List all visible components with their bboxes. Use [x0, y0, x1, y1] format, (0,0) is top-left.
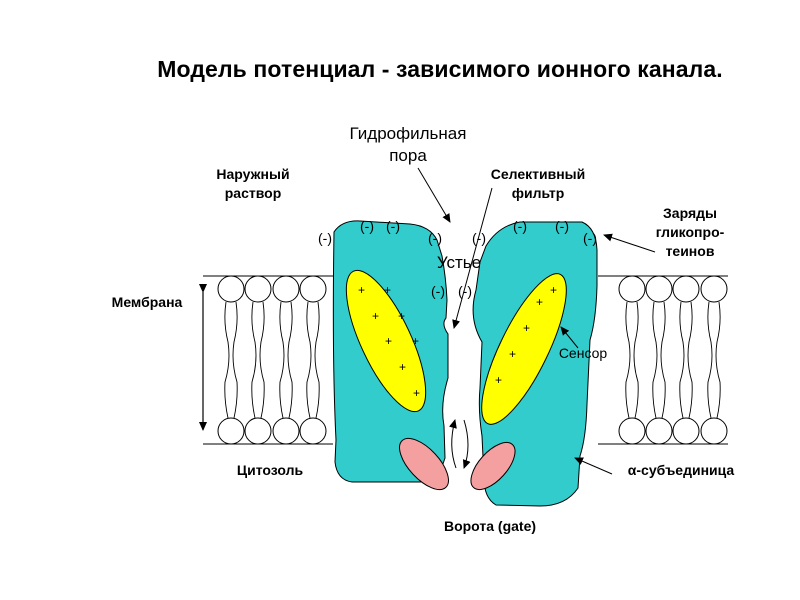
pos-charge: +	[495, 373, 502, 387]
pos-charge: +	[399, 360, 406, 374]
pos-charge: +	[398, 309, 405, 323]
lipid-tails-left	[224, 301, 320, 419]
pos-charge: +	[385, 334, 392, 348]
gate-label: Ворота (gate)	[443, 518, 537, 534]
sensor-label: Сенсор	[558, 345, 608, 361]
diagram-title: Модель потенциал - зависимого ионного ка…	[157, 56, 723, 82]
lipid-bilayer-left	[217, 275, 327, 445]
neg-charge: (-)	[428, 230, 442, 246]
gate-left	[399, 437, 449, 491]
gate-arrow-right	[462, 419, 471, 469]
cytosol-label: Цитозоль	[236, 462, 304, 478]
membrane-label: Мембрана	[111, 294, 183, 310]
mouth-label: Устье	[436, 253, 482, 272]
neg-charge: (-)	[513, 218, 527, 234]
lipid-bilayer-right	[618, 275, 728, 445]
neg-charge: (-)	[386, 218, 400, 234]
positive-charges-left: + + + + + + + +	[358, 283, 420, 400]
pos-charge: +	[413, 386, 420, 400]
pos-charge: +	[509, 347, 516, 361]
lipid-tails-right	[625, 301, 721, 419]
gate-right	[470, 442, 516, 490]
glycoprotein-pointer	[603, 233, 656, 253]
neg-charge: (-)	[555, 218, 569, 234]
neg-charge: (-)	[583, 230, 597, 246]
pos-charge: +	[523, 321, 530, 335]
hydrophilic-pore-label: Гидрофильная пора	[349, 124, 467, 165]
glycoprotein-charges-label: Заряды гликопро- теинов	[655, 205, 725, 259]
pos-charge: +	[412, 334, 419, 348]
selective-filter-label: Селективный фильтр	[490, 166, 586, 201]
alpha-subunit-pointer	[574, 457, 613, 475]
pos-charge: +	[358, 283, 365, 297]
neg-charge: (-)	[458, 283, 472, 299]
filter-pointer	[452, 187, 493, 329]
pos-charge: +	[550, 283, 557, 297]
sensor-pointer	[560, 326, 579, 349]
neg-charge: (-)	[472, 230, 486, 246]
sensor-right	[481, 273, 567, 425]
pore-pointer	[417, 167, 451, 223]
positive-charges-right: + + + + +	[495, 283, 557, 387]
neg-charge: (-)	[431, 283, 445, 299]
pos-charge: +	[536, 295, 543, 309]
alpha-subunit-label: α-субъединица	[627, 462, 735, 478]
pos-charge: +	[372, 309, 379, 323]
neg-charge: (-)	[318, 230, 332, 246]
pos-charge: +	[384, 283, 391, 297]
outer-solution-label: Наружный раствор	[216, 166, 290, 201]
neg-charge: (-)	[360, 218, 374, 234]
negative-charges: (-) (-) (-) (-) (-) (-) (-) (-) (-) (-)	[318, 218, 597, 299]
gate-arrow-left	[449, 419, 457, 469]
sensor-left	[345, 269, 427, 413]
